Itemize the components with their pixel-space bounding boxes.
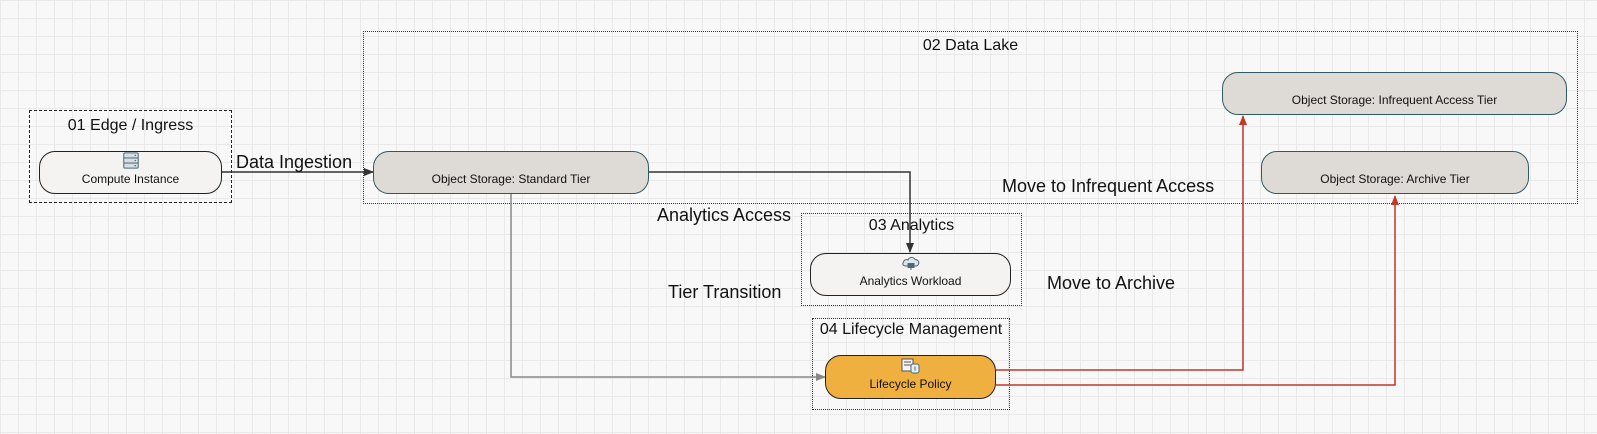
node-analytics-workload[interactable]: Analytics Workload	[810, 253, 1011, 296]
node-label-infrequent: Object Storage: Infrequent Access Tier	[1291, 93, 1498, 107]
node-compute-instance[interactable]: Compute Instance	[39, 151, 222, 194]
edge-move-archive	[996, 195, 1399, 386]
policy-icon	[901, 358, 919, 374]
edge-label-move-archive: Move to Archive	[1047, 273, 1176, 293]
cloud-analytics-icon	[901, 257, 919, 270]
edge-move-infrequent	[996, 115, 1247, 371]
edge-label-ingestion: Data Ingestion	[236, 152, 353, 172]
group-title-edge: 01 Edge / Ingress	[67, 117, 194, 134]
node-label-analytics: Analytics Workload	[859, 274, 962, 288]
node-label-compute: Compute Instance	[81, 172, 180, 186]
node-storage-infrequent[interactable]: Object Storage: Infrequent Access Tier	[1222, 72, 1567, 115]
group-analytics: 03 Analytics	[801, 213, 1022, 306]
node-storage-standard[interactable]: Object Storage: Standard Tier	[373, 151, 649, 194]
node-label-standard: Object Storage: Standard Tier	[431, 172, 591, 186]
node-storage-archive[interactable]: Object Storage: Archive Tier	[1261, 151, 1529, 194]
edge-label-analytics-access: Analytics Access	[657, 205, 792, 225]
server-icon	[122, 152, 139, 169]
group-title-datalake: 02 Data Lake	[922, 37, 1019, 54]
edge-tier-transition	[510, 194, 826, 381]
edge-analytics-access	[649, 171, 914, 253]
group-title-analytics: 03 Analytics	[868, 217, 955, 234]
group-data-lake: 02 Data Lake	[363, 31, 1578, 204]
node-lifecycle-policy[interactable]: Lifecycle Policy	[825, 355, 996, 399]
edge-label-tier-transition: Tier Transition	[668, 282, 782, 302]
group-edge-ingress: 01 Edge / Ingress	[29, 110, 232, 203]
edge-label-move-infrequent: Move to Infrequent Access	[1002, 176, 1215, 196]
node-label-archive: Object Storage: Archive Tier	[1320, 172, 1470, 186]
group-lifecycle: 04 Lifecycle Management	[812, 318, 1010, 410]
node-label-policy: Lifecycle Policy	[869, 377, 952, 391]
group-title-lifecycle: 04 Lifecycle Management	[819, 321, 1003, 338]
